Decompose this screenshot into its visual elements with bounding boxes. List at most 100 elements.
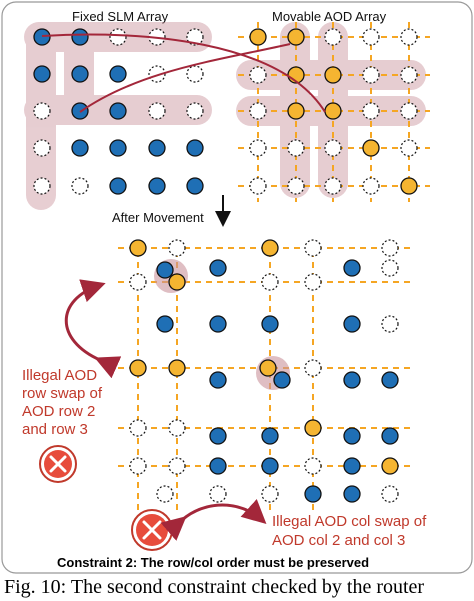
empty-site bbox=[129, 273, 147, 291]
slm-atom bbox=[209, 427, 227, 445]
slm-atom bbox=[156, 261, 174, 279]
aod-atom bbox=[259, 359, 277, 377]
empty-site bbox=[186, 28, 204, 46]
slm-atom bbox=[109, 102, 127, 120]
slm-atom bbox=[343, 457, 361, 475]
aod-atom bbox=[287, 28, 305, 46]
empty-site bbox=[304, 359, 322, 377]
empty-site bbox=[148, 102, 166, 120]
empty-site bbox=[400, 139, 418, 157]
slm-atom bbox=[343, 427, 361, 445]
x-circle-icon bbox=[39, 445, 77, 483]
empty-site bbox=[109, 28, 127, 46]
empty-site bbox=[381, 259, 399, 277]
aod-atom bbox=[261, 239, 279, 257]
empty-site bbox=[249, 139, 267, 157]
empty-site bbox=[304, 273, 322, 291]
slm-atom bbox=[304, 485, 322, 503]
slm-atom bbox=[71, 65, 89, 83]
figure-border bbox=[1, 1, 473, 574]
aod-atom bbox=[129, 239, 147, 257]
empty-site bbox=[287, 139, 305, 157]
svg-text:and row 3: and row 3 bbox=[22, 421, 88, 438]
slm-atom bbox=[33, 65, 51, 83]
empty-site bbox=[381, 239, 399, 257]
slm-atom bbox=[273, 371, 291, 389]
slm-atom bbox=[209, 457, 227, 475]
empty-site bbox=[186, 102, 204, 120]
move-arrows bbox=[41, 33, 326, 113]
curved-arrow-icon bbox=[160, 499, 267, 541]
empty-site bbox=[362, 177, 380, 195]
slm-atom bbox=[261, 457, 279, 475]
empty-site bbox=[324, 177, 342, 195]
empty-site bbox=[400, 66, 418, 84]
slm-atom bbox=[71, 28, 89, 46]
svg-text:row swap of: row swap of bbox=[22, 385, 103, 402]
aod-title: Movable AOD Array bbox=[272, 9, 387, 24]
empty-site bbox=[249, 66, 267, 84]
empty-site bbox=[381, 315, 399, 333]
slm-atom bbox=[343, 259, 361, 277]
empty-site bbox=[33, 139, 51, 157]
aod-atom bbox=[381, 457, 399, 475]
x-circle-icon bbox=[131, 509, 173, 551]
slm-atom bbox=[209, 259, 227, 277]
empty-site bbox=[129, 457, 147, 475]
empty-site bbox=[400, 102, 418, 120]
empty-site bbox=[400, 28, 418, 46]
empty-site bbox=[249, 177, 267, 195]
empty-site bbox=[168, 419, 186, 437]
aod-atom bbox=[168, 273, 186, 291]
slm-atom bbox=[156, 315, 174, 333]
slm-atom bbox=[261, 315, 279, 333]
after-movement-label: After Movement bbox=[112, 210, 204, 225]
constraint-text: Constraint 2: The row/col order must be … bbox=[57, 555, 369, 570]
empty-site bbox=[324, 28, 342, 46]
slm-atom-grid bbox=[33, 28, 204, 195]
slm-atom bbox=[381, 427, 399, 445]
aod-atom bbox=[362, 139, 380, 157]
curved-arrow-icon bbox=[64, 279, 122, 379]
empty-site bbox=[261, 273, 279, 291]
figure-caption: Fig. 10: The second constraint checked b… bbox=[4, 576, 425, 598]
empty-site bbox=[287, 177, 305, 195]
illegal-row-text: Illegal AOD row swap of AOD row 2 and ro… bbox=[22, 367, 103, 438]
slm-atom bbox=[109, 139, 127, 157]
empty-site bbox=[304, 239, 322, 257]
empty-site bbox=[129, 419, 147, 437]
aod-atom bbox=[304, 419, 322, 437]
aod-atom-grid bbox=[249, 28, 418, 195]
slm-atom bbox=[381, 371, 399, 389]
empty-site bbox=[362, 28, 380, 46]
empty-site bbox=[362, 66, 380, 84]
illegal-col-text: Illegal AOD col swap of AOD col 2 and co… bbox=[272, 513, 427, 549]
slm-atom bbox=[343, 371, 361, 389]
empty-site bbox=[33, 102, 51, 120]
aod-atom bbox=[249, 28, 267, 46]
empty-site bbox=[324, 139, 342, 157]
slm-atom bbox=[109, 65, 127, 83]
slm-atom bbox=[148, 177, 166, 195]
slm-atom bbox=[261, 427, 279, 445]
slm-atom bbox=[71, 139, 89, 157]
aod-atom bbox=[324, 66, 342, 84]
empty-site bbox=[209, 485, 227, 503]
aod-atom bbox=[287, 102, 305, 120]
empty-site bbox=[168, 239, 186, 257]
empty-site bbox=[362, 102, 380, 120]
svg-text:AOD col 2 and col 3: AOD col 2 and col 3 bbox=[272, 532, 405, 549]
svg-text:AOD row 2: AOD row 2 bbox=[22, 403, 95, 420]
figure-frame: Fixed SLM Array Movable AOD Array After … bbox=[1, 1, 473, 574]
aod-atom bbox=[324, 102, 342, 120]
svg-text:Illegal AOD: Illegal AOD bbox=[22, 367, 97, 384]
empty-site bbox=[186, 65, 204, 83]
empty-site bbox=[381, 485, 399, 503]
slm-atom bbox=[109, 177, 127, 195]
empty-site bbox=[33, 177, 51, 195]
slm-atom bbox=[148, 139, 166, 157]
aod-atom bbox=[168, 359, 186, 377]
bottom-atom-grid bbox=[129, 239, 399, 503]
empty-site bbox=[148, 65, 166, 83]
empty-site bbox=[71, 177, 89, 195]
